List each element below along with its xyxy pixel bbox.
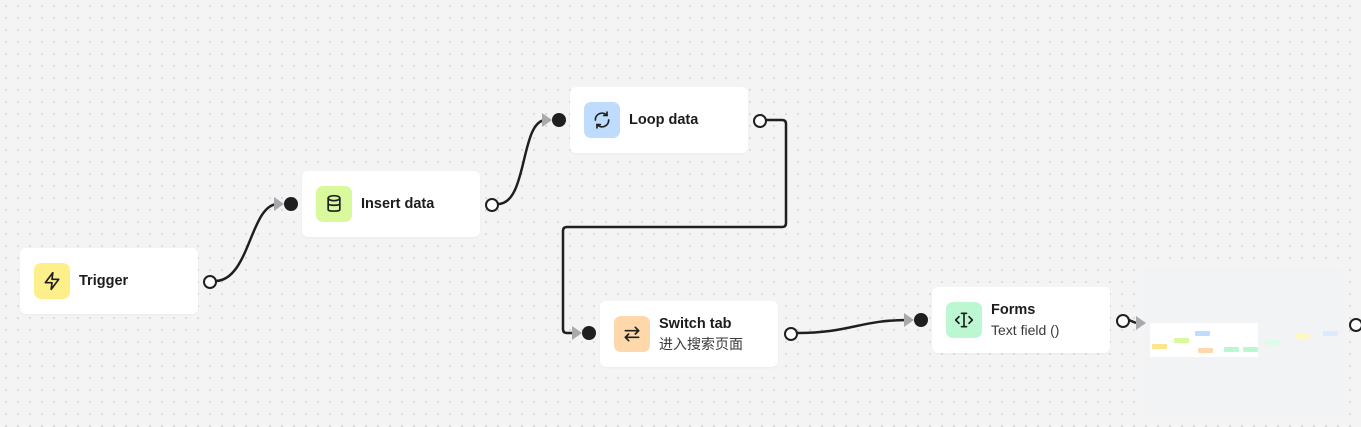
edge-switch-tab-to-forms[interactable]	[796, 318, 909, 335]
placeholder-bar	[1174, 338, 1189, 343]
node-forms[interactable]: Forms Text field ()	[932, 287, 1110, 353]
input-port-forms[interactable]	[914, 313, 928, 327]
output-port-next[interactable]	[1349, 318, 1361, 332]
node-title: Switch tab	[659, 315, 732, 332]
output-port-switch-tab[interactable]	[784, 327, 798, 341]
pending-node-placeholder	[1144, 267, 1344, 417]
node-subtitle: 进入搜索页面	[659, 335, 743, 352]
node-insert-data[interactable]: Insert data	[302, 171, 480, 237]
node-title: Forms	[991, 301, 1036, 318]
node-subtitle: Text field ()	[991, 321, 1060, 338]
output-port-insert-data[interactable]	[485, 198, 499, 212]
placeholder-bar	[1152, 344, 1167, 349]
node-title: Loop data	[629, 111, 699, 128]
node-switch-tab[interactable]: Switch tab 进入搜索页面	[600, 301, 778, 367]
input-arrow-loop-data	[542, 113, 552, 127]
lightning-icon	[34, 263, 70, 299]
node-title: Insert data	[361, 195, 435, 212]
output-port-forms[interactable]	[1116, 314, 1130, 328]
placeholder-bar	[1265, 340, 1280, 345]
refresh-icon	[584, 102, 620, 138]
input-arrow-next	[1136, 316, 1146, 330]
input-port-loop-data[interactable]	[552, 113, 566, 127]
output-port-loop-data[interactable]	[753, 114, 767, 128]
text-cursor-icon	[946, 302, 982, 338]
edge-forms-to-next[interactable]	[1128, 318, 1137, 325]
node-trigger[interactable]: Trigger	[20, 248, 198, 314]
edge-trigger-to-insert-data[interactable]	[214, 202, 279, 283]
placeholder-bar	[1323, 331, 1338, 336]
edge-loop-data-to-switch-tab[interactable]	[561, 118, 788, 335]
placeholder-bar	[1224, 347, 1239, 352]
node-loop-data[interactable]: Loop data	[570, 87, 748, 153]
input-arrow-forms	[904, 313, 914, 327]
input-arrow-switch-tab	[572, 326, 582, 340]
placeholder-bar	[1295, 334, 1310, 339]
database-icon	[316, 186, 352, 222]
edge-insert-data-to-loop-data[interactable]	[497, 118, 547, 206]
placeholder-bar	[1198, 348, 1213, 353]
input-port-insert-data[interactable]	[284, 197, 298, 211]
input-port-switch-tab[interactable]	[582, 326, 596, 340]
swap-arrows-icon	[614, 316, 650, 352]
node-title: Trigger	[79, 272, 129, 289]
placeholder-bar	[1195, 331, 1210, 336]
placeholder-bar	[1243, 347, 1258, 352]
input-arrow-insert-data	[274, 197, 284, 211]
output-port-trigger[interactable]	[203, 275, 217, 289]
